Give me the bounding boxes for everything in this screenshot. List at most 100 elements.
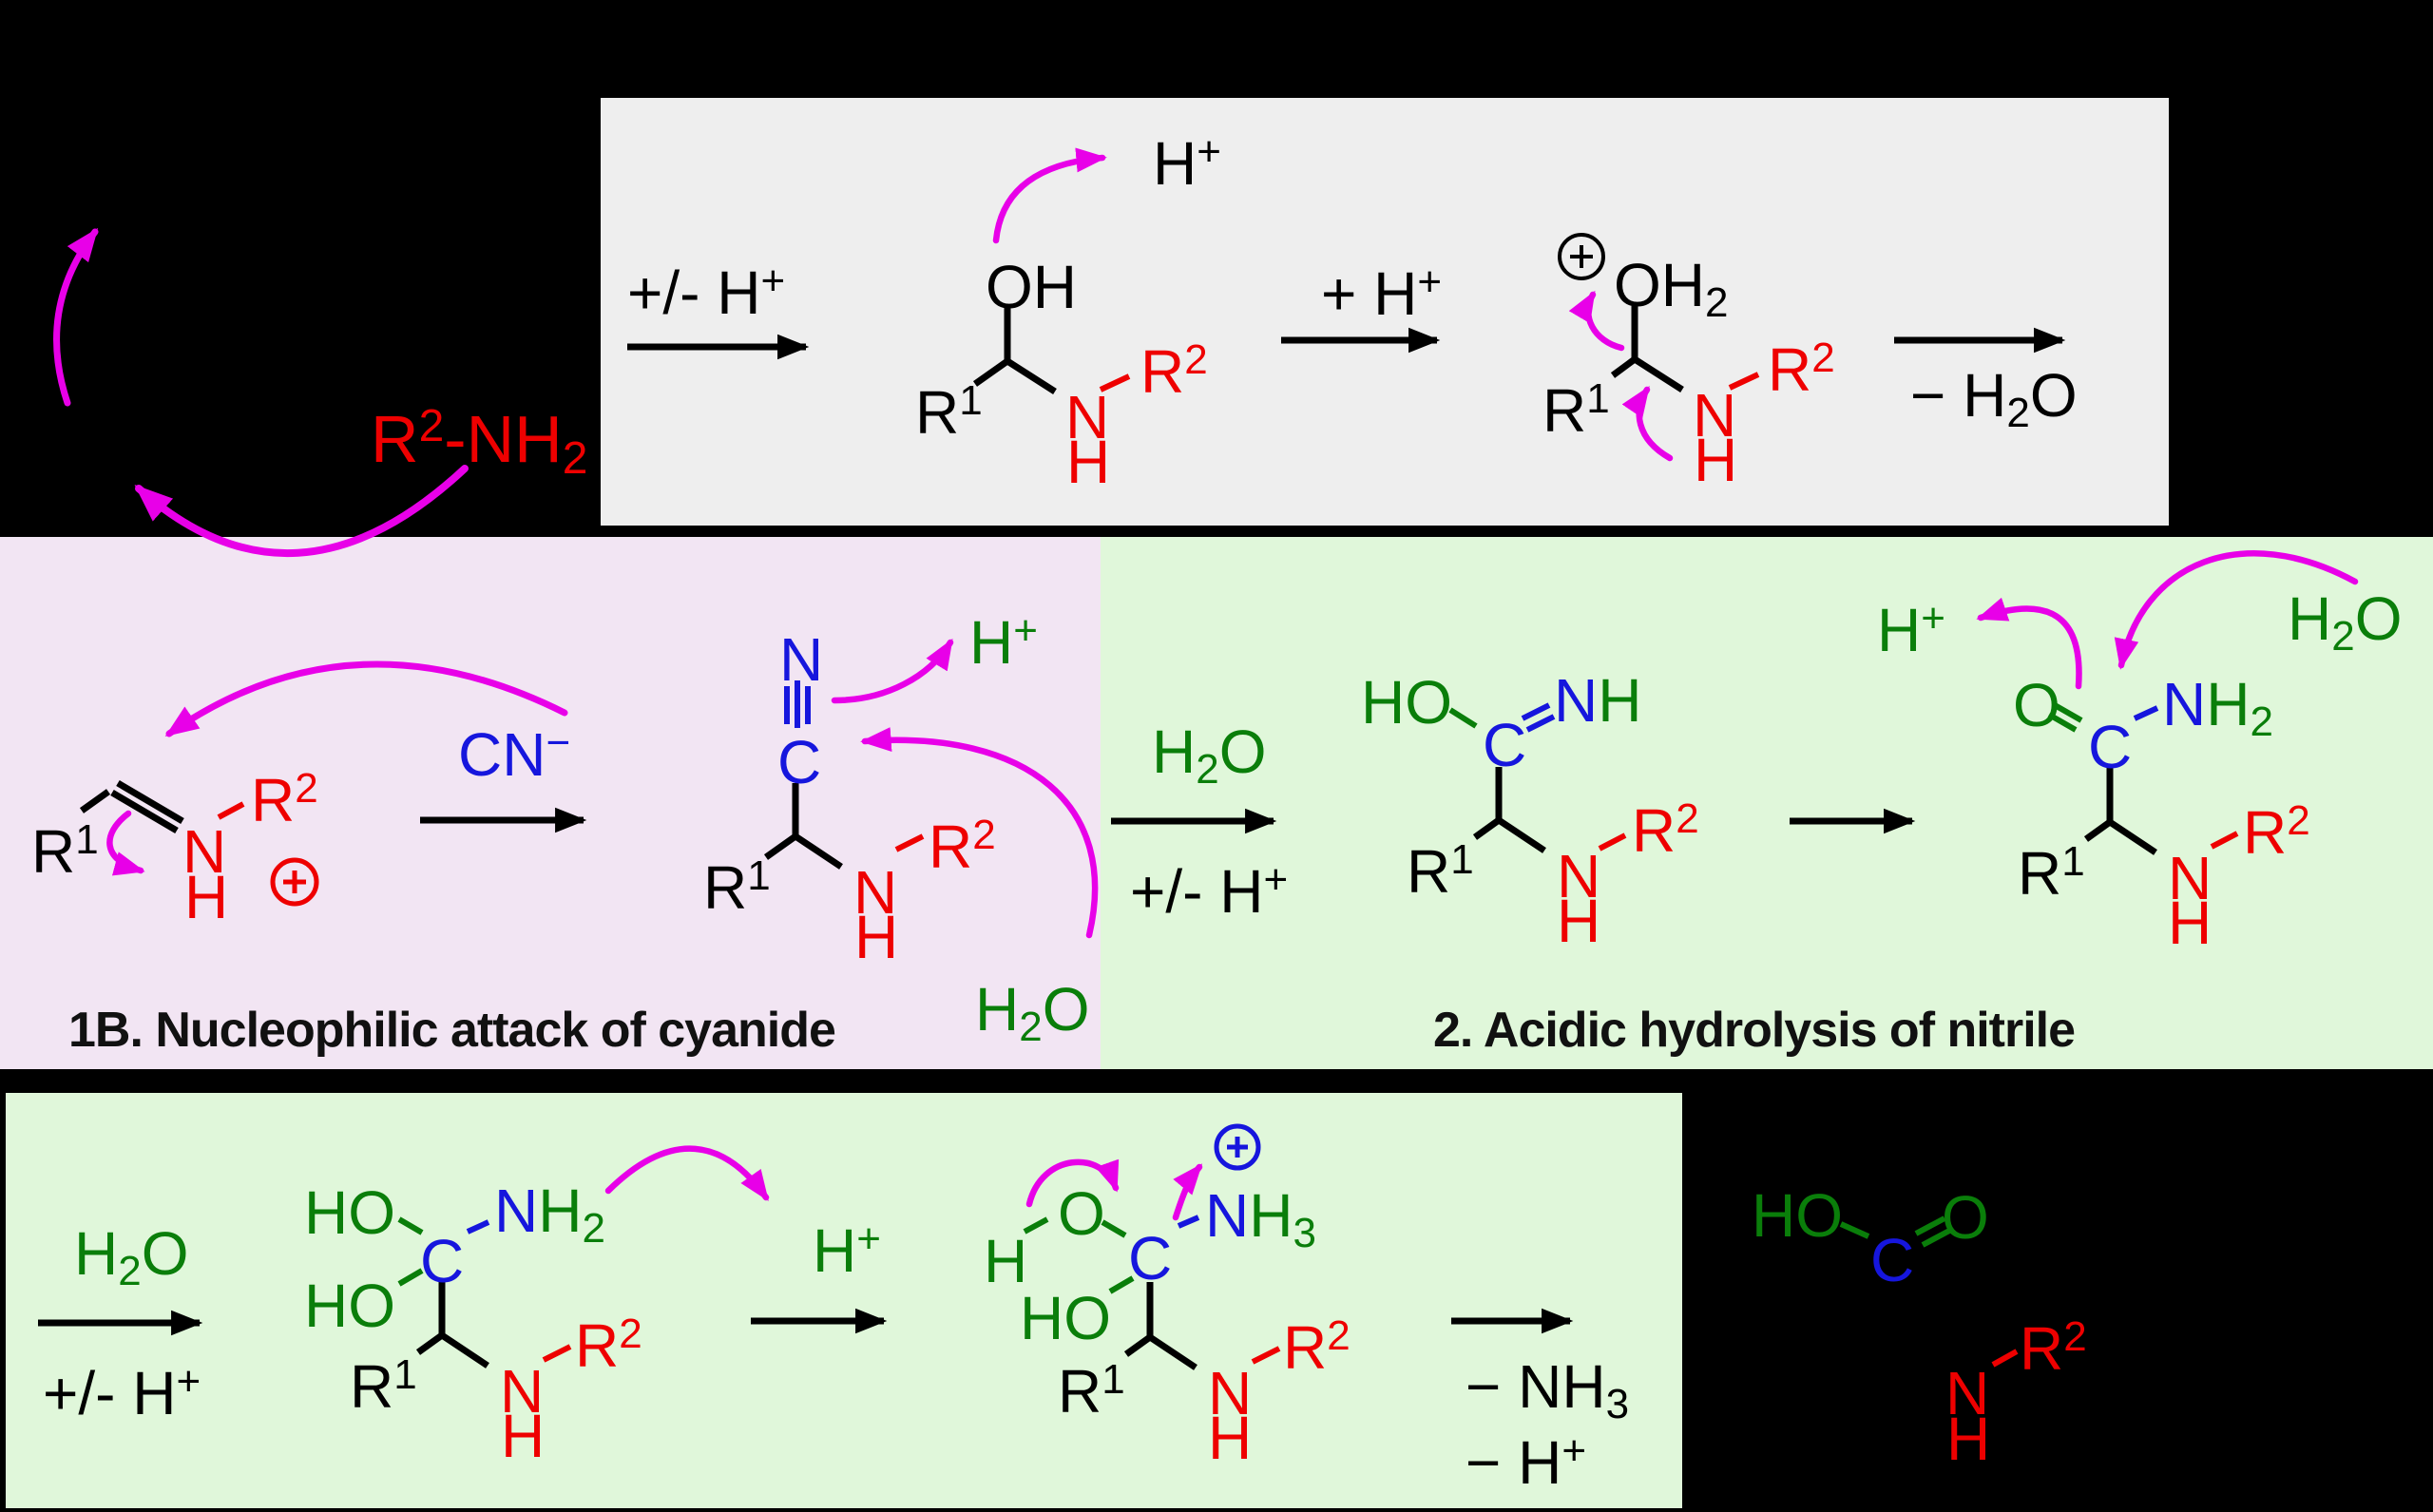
bond-c-n	[1633, 356, 1684, 392]
bond-c-r1	[1472, 817, 1502, 840]
atom-h: H	[1946, 1405, 1991, 1473]
label-nh: NH	[1554, 670, 1641, 731]
sup-2: 2	[972, 812, 996, 858]
label-nh2: NH2	[2162, 674, 2273, 743]
sup-plus: +	[856, 1215, 881, 1262]
caption-text: 2. Acidic hydrolysis of nitrile	[1433, 1003, 2076, 1058]
curved-arrow-oh-to-hplus	[992, 147, 1107, 244]
atom-c: C	[1128, 1224, 1173, 1292]
panel-nitrile-hydrolysis-step	[1101, 537, 2433, 1069]
double-bond-c-n-2	[116, 779, 184, 825]
atom-h: H	[501, 1402, 546, 1470]
atom-r: R	[2243, 798, 2288, 867]
label-nh2: NH2	[494, 1180, 605, 1250]
atom-r: R	[1632, 796, 1676, 865]
sup-plus: +	[1263, 856, 1289, 903]
sub-2: 2	[118, 1248, 142, 1294]
label-c: C	[1870, 1230, 1914, 1291]
sup-plus: +	[1013, 607, 1038, 654]
sup-minus: −	[546, 719, 571, 766]
label-ho: HO	[1752, 1185, 1843, 1246]
label-n: N	[2168, 848, 2212, 909]
bond-c-r1	[763, 833, 798, 860]
atom-o: O	[2354, 584, 2403, 653]
label-ho-top: HO	[304, 1182, 395, 1243]
label-h: H	[1557, 890, 1600, 951]
label-oh: OH	[986, 257, 1077, 317]
atom-r: R	[31, 817, 76, 886]
sup-1: 1	[1586, 375, 1610, 422]
label-h-plus: H+	[1153, 128, 1221, 195]
sup-2: 2	[1811, 335, 1835, 381]
label-h: H	[184, 867, 228, 928]
atom-n: N	[1554, 666, 1599, 735]
sup-1: 1	[393, 1351, 417, 1398]
atom-n: N	[1208, 1359, 1253, 1427]
atom-n: N	[1065, 383, 1110, 451]
double-bond-c-n-2	[1525, 714, 1556, 733]
atom-r: R	[1283, 1313, 1328, 1382]
atom-ho: HO	[304, 1178, 395, 1247]
label-h: H	[1066, 431, 1110, 492]
bond-ho-c	[1839, 1221, 1870, 1239]
bond-n-r2	[894, 833, 925, 852]
atom-o: O	[141, 1219, 189, 1288]
curved-arrow-from-amine	[134, 465, 469, 558]
text-step: +/- H	[627, 258, 761, 327]
atom-r: R	[703, 853, 748, 922]
sup-1: 1	[1102, 1356, 1125, 1403]
atom-ho: HO	[1752, 1181, 1843, 1250]
atom-r: R	[2020, 1314, 2064, 1383]
panel-dehydration-step	[601, 98, 2169, 526]
caption-step-2: 2. Acidic hydrolysis of nitrile	[1433, 1003, 2076, 1058]
bond-c-n2	[2108, 819, 2157, 855]
sup-2: 2	[1676, 795, 1699, 842]
atom-c: C	[777, 728, 822, 796]
label-h2o: H2O	[74, 1223, 188, 1292]
text-minus-nh: − NH	[1466, 1352, 1606, 1421]
atom-cn: CN	[458, 720, 546, 789]
label-h-plus-green: H+	[813, 1215, 881, 1282]
sub-3: 3	[1293, 1210, 1316, 1256]
bond-c-r1	[415, 1332, 445, 1355]
atom-h: H	[2206, 670, 2251, 738]
label-r2: R2	[575, 1313, 642, 1377]
curved-arrow-pi-to-h	[106, 810, 145, 876]
bond-o-c	[1101, 1219, 1127, 1238]
atom-nh: -NH	[444, 402, 563, 476]
atom-n: N	[1205, 1181, 1250, 1250]
amine-recycle-arrows	[53, 227, 469, 558]
bond-c-r1	[1123, 1334, 1153, 1357]
atom-h: H	[1557, 887, 1601, 955]
curved-arrow-nh2-to-hplus	[604, 1145, 770, 1201]
label-n: N	[1945, 1363, 1989, 1424]
label-minus-h-plus: − H+	[1466, 1430, 1586, 1494]
sup-1: 1	[2061, 838, 2085, 885]
sub-2: 2	[2006, 390, 2030, 436]
label-step-plus-minus-h: +/- H+	[627, 260, 785, 324]
atom-n: N	[779, 625, 824, 694]
atom-r: R	[2018, 839, 2062, 908]
bond-c-r1	[1610, 356, 1638, 378]
atom-c: C	[1870, 1226, 1915, 1294]
text-minus-h: − H	[1910, 361, 2007, 430]
sup-1: 1	[1450, 836, 1474, 883]
curved-arrow-oh-bond	[1025, 1158, 1120, 1208]
atom-ho: HO	[1020, 1284, 1111, 1352]
label-h: H	[1208, 1407, 1252, 1468]
atom-n: N	[853, 858, 898, 927]
sup-2: 2	[295, 765, 318, 812]
atom-o: O	[1042, 975, 1090, 1043]
label-h: H	[854, 907, 898, 967]
label-o: O	[1058, 1183, 1105, 1244]
panel-cyanide-attack-step	[0, 537, 1101, 1069]
label-minus-nh3: − NH3	[1466, 1356, 1629, 1426]
label-r1: R1	[2018, 838, 2085, 905]
sub-2: 2	[1196, 746, 1219, 793]
label-h-plus-green: H+	[969, 607, 1038, 674]
bond-c-n2	[1148, 1334, 1197, 1370]
atom-h: H	[1066, 428, 1111, 496]
label-n: N	[1208, 1363, 1252, 1424]
sup-plus: +	[1197, 128, 1221, 175]
label-oh2: OH2	[1614, 255, 1728, 324]
